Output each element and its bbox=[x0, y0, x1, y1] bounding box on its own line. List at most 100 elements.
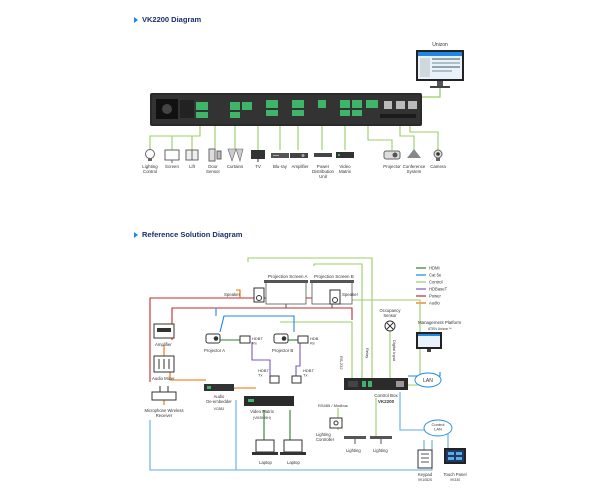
management-platform bbox=[416, 332, 442, 352]
device-label: TV bbox=[255, 164, 261, 169]
projector-icon bbox=[383, 150, 401, 160]
touch-panel-label: Touch Panel bbox=[443, 472, 466, 477]
vk2200-rack-unit bbox=[150, 93, 422, 126]
section-title-vk2200: VK2200 Diagram bbox=[134, 15, 201, 24]
amplifier bbox=[153, 323, 175, 339]
audio-deembedder bbox=[204, 384, 234, 391]
laptop-1-label: Laptop bbox=[259, 460, 272, 465]
touch-panel bbox=[444, 448, 466, 464]
legend: HDMI Cat 5e Control HDBaseT Power Audio bbox=[416, 266, 448, 306]
device-icons bbox=[145, 148, 443, 163]
screen-icon bbox=[164, 149, 180, 163]
speaker-right bbox=[329, 289, 341, 305]
camera-icon bbox=[433, 149, 443, 161]
keypad bbox=[417, 449, 433, 469]
lan-label: LAN bbox=[423, 378, 433, 384]
reference-connection-lines bbox=[149, 257, 455, 471]
legend-item: Audio bbox=[416, 301, 440, 306]
curtains-icon bbox=[227, 148, 244, 163]
legend-item: Control bbox=[416, 280, 443, 285]
projector-b bbox=[273, 333, 289, 344]
svg-text:Power: Power bbox=[429, 294, 441, 299]
device-label: Camera bbox=[430, 164, 446, 169]
device-label: Curtains bbox=[227, 164, 244, 169]
amplifier-label: Amplifier bbox=[155, 342, 172, 347]
laptop-2 bbox=[280, 439, 306, 455]
control-box bbox=[344, 378, 408, 390]
digital-input-label: Digital Input bbox=[392, 340, 397, 362]
projection-screen-a-label: Projection Screen A bbox=[268, 274, 308, 279]
legend-item: HDMI bbox=[416, 266, 440, 271]
video-matrix-label: Video Matrix bbox=[250, 409, 275, 414]
rs485-label: RS485 / Modbus bbox=[318, 403, 348, 408]
tv-icon bbox=[251, 150, 265, 162]
arrow-icon bbox=[134, 231, 138, 238]
device-label: Lift bbox=[189, 164, 196, 169]
audio-mixer-label: Audio Mixer bbox=[152, 376, 175, 381]
audio-deembedder-model: VC881 bbox=[214, 407, 225, 411]
device-label: Blu-ray bbox=[273, 164, 288, 169]
section-title-reference: Reference Solution Diagram bbox=[134, 230, 242, 239]
legend-item: HDBaseT bbox=[416, 287, 448, 292]
bulb-icon bbox=[145, 149, 155, 161]
management-platform-sub: ATEN Unizon™ bbox=[428, 327, 452, 331]
lighting-2 bbox=[370, 436, 392, 444]
projection-screen-b-label: Projection Screen B bbox=[314, 274, 354, 279]
svg-text:Cat 5e: Cat 5e bbox=[429, 273, 442, 278]
laptop-2-label: Laptop bbox=[287, 460, 300, 465]
keypad-label: Keypad bbox=[418, 472, 433, 477]
amplifier-icon bbox=[290, 153, 308, 158]
unizon-label: Unizon bbox=[432, 42, 448, 48]
bluray-icon bbox=[271, 153, 289, 158]
unizon-monitor bbox=[416, 50, 464, 88]
conference-icon bbox=[407, 149, 421, 158]
video-matrix-icon bbox=[336, 152, 354, 158]
svg-text:HDBaseT: HDBaseT bbox=[429, 287, 448, 292]
lighting-2-label: Lighting bbox=[373, 448, 388, 453]
microphone-receiver bbox=[151, 386, 177, 401]
lan-cloud bbox=[414, 372, 442, 388]
video-matrix-model: (VM3909H) bbox=[253, 416, 271, 420]
svg-text:HDMI: HDMI bbox=[429, 266, 440, 271]
arrow-icon bbox=[134, 16, 138, 23]
device-connection-lines bbox=[149, 126, 439, 150]
projector-a-label: Projector A bbox=[204, 348, 225, 353]
management-platform-label: Management Platform bbox=[418, 320, 462, 325]
touch-panel-model: VK330 bbox=[450, 478, 460, 482]
lighting-controller bbox=[329, 417, 343, 429]
speaker-left-label: Speaker bbox=[224, 292, 241, 297]
lighting-1-label: Lighting bbox=[346, 448, 361, 453]
device-label: Screen bbox=[165, 164, 179, 169]
speaker-right-label: Speaker bbox=[342, 292, 359, 297]
projection-screen-a bbox=[264, 280, 308, 308]
control-lan-cloud bbox=[423, 419, 453, 437]
relay-label: Relay bbox=[365, 348, 370, 358]
laptop-1 bbox=[252, 439, 278, 455]
speaker-left bbox=[253, 287, 265, 303]
control-box-model: VK2200 bbox=[378, 399, 395, 404]
device-label: Projector bbox=[383, 164, 401, 169]
video-matrix bbox=[244, 396, 294, 406]
projector-b-label: Projector B bbox=[272, 348, 293, 353]
legend-item: Power bbox=[416, 294, 441, 299]
legend-item: Cat 5e bbox=[416, 273, 442, 278]
pdu-icon bbox=[314, 153, 332, 157]
audio-mixer bbox=[153, 355, 175, 373]
svg-text:Audio: Audio bbox=[429, 301, 440, 306]
rs232-label: RS-232 bbox=[339, 356, 344, 370]
door-sensor-icon bbox=[208, 148, 222, 162]
keypad-model: VK1082S bbox=[418, 478, 433, 482]
lift-icon bbox=[185, 149, 199, 161]
occupancy-sensor bbox=[384, 320, 396, 332]
